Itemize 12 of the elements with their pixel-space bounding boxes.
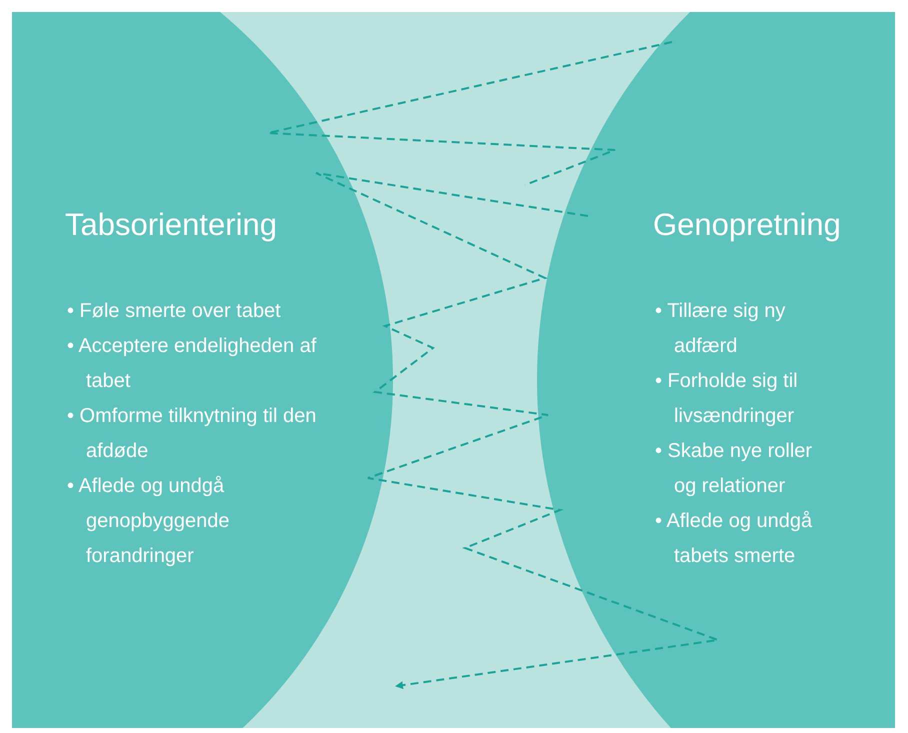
list-item: • Aflede og undgå tabets smerte [655, 509, 814, 569]
heading: Genopretning [653, 207, 841, 243]
list-item: • Acceptere endeligheden af tabet [67, 334, 318, 394]
list-item: • Omforme tilknytning til den afdøde [67, 404, 318, 464]
list-item: • Tillære sig ny adfærd [655, 299, 786, 359]
list-item: • Føle smerte over tabet [67, 299, 282, 324]
list-item: • Aflede og undgå genopbyggende forandringer [67, 474, 230, 569]
list-item: • Forholde sig til livsændringer [655, 369, 799, 429]
heading: Tabsorientering [65, 207, 277, 243]
list-item: • Skabe nye roller og relationer [655, 439, 814, 499]
circle-region [537, 12, 895, 728]
circle-region [12, 12, 393, 728]
